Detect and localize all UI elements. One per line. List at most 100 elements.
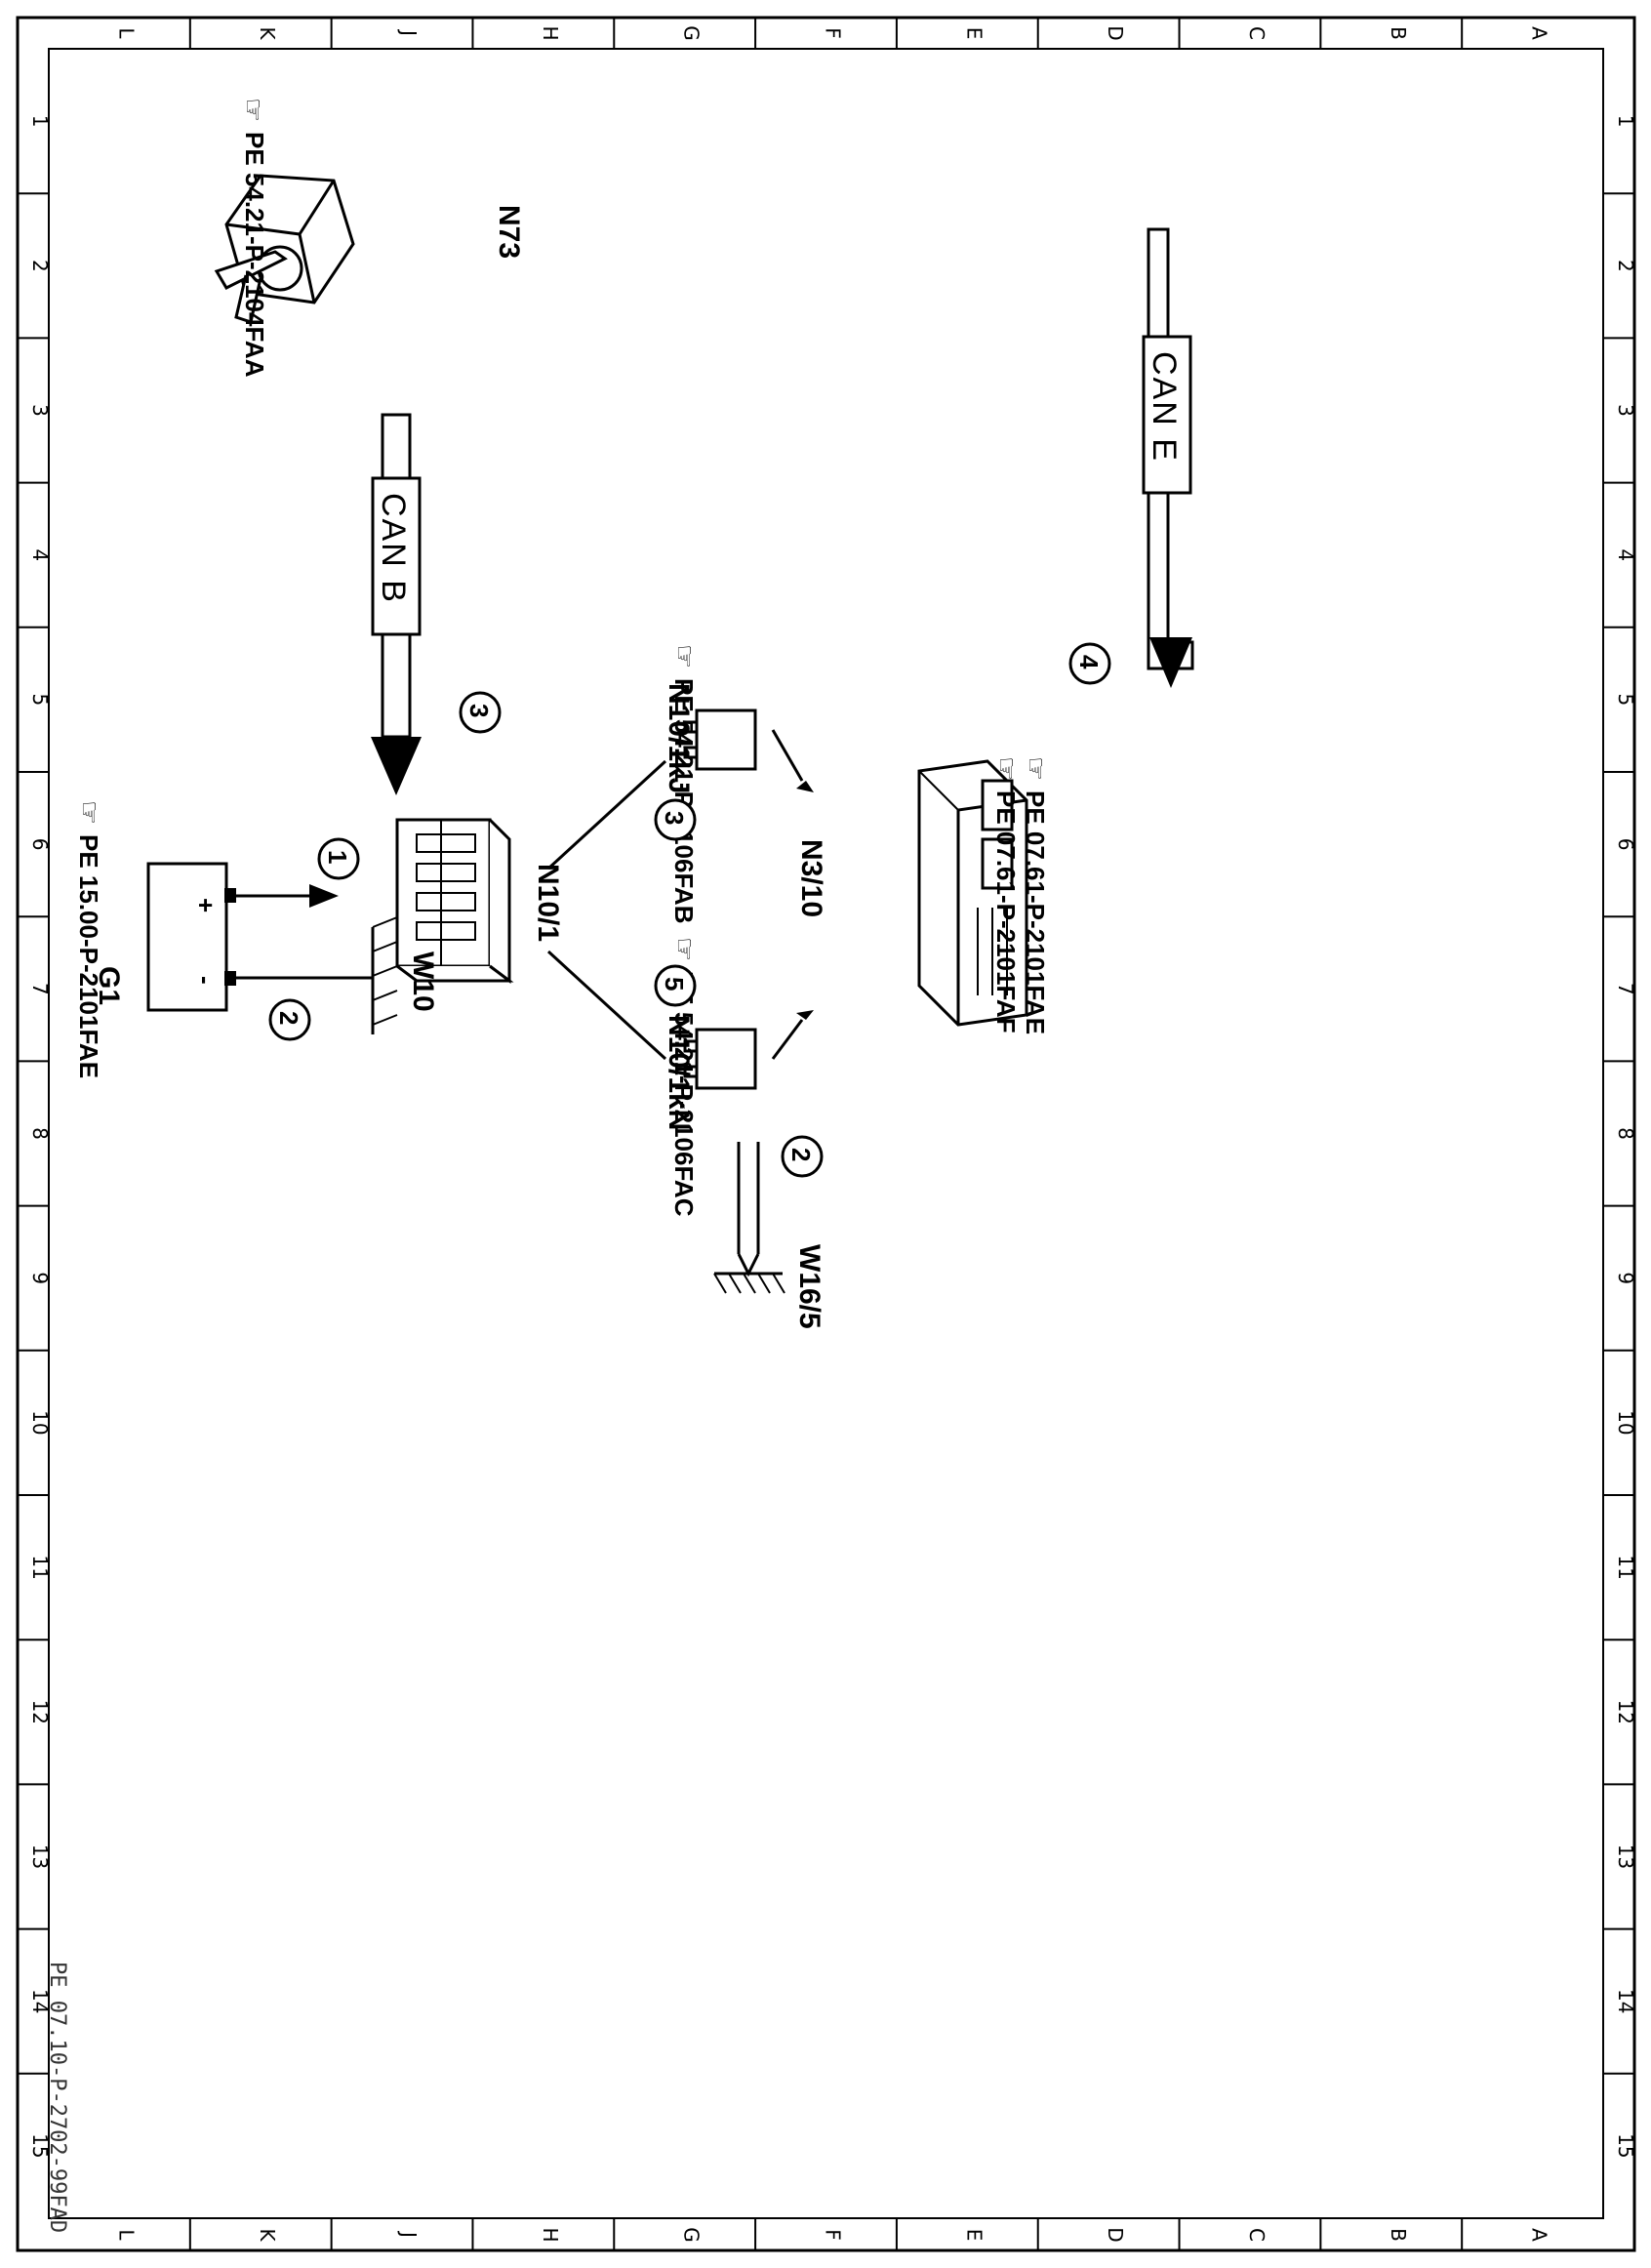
n73-ref-text: PE 54.21-P-2104FAA (240, 132, 269, 378)
can-e-label: CAN E (1146, 351, 1183, 463)
hand-pointer-icon: ☞ (991, 756, 1022, 781)
ruler-row-label: 13 (1614, 1844, 1637, 1869)
callout-1 (317, 837, 360, 880)
ruler-col-label: B (1387, 26, 1410, 40)
n10-1kj-label: N10/1kJ (663, 683, 695, 793)
ruler-col-label: D (1104, 25, 1127, 40)
ruler-col-label: C (1245, 2228, 1268, 2242)
ruler-row-label: 1 (1614, 115, 1637, 128)
ruler-col-label: C (1245, 26, 1268, 40)
ruler-row-label: 12 (1614, 1700, 1637, 1724)
callout-2-w16-text: 2 (786, 1148, 816, 1161)
ruler-row-label: 4 (28, 548, 52, 561)
w16-5-ground (713, 1142, 785, 1294)
can-b-bus: CAN B 3 (371, 413, 502, 795)
ruler-row-label: 2 (1614, 260, 1637, 272)
g1-label: G1 (93, 966, 125, 1005)
g1-battery-icon: + - (146, 862, 236, 1012)
ruler-row-label: 6 (1614, 838, 1637, 851)
battery-plus: + (191, 898, 221, 912)
document-id: PE 07.10-P-2702-99FAD (45, 1962, 69, 2233)
ruler-row-label: 5 (1614, 694, 1637, 707)
n10-1kn-relay-icon (683, 1028, 757, 1090)
w16-5-label: W16/5 (793, 1244, 826, 1329)
ruler-row-label: 10 (28, 1410, 52, 1435)
arrow-kj-head (796, 781, 814, 792)
callout-3-kj (654, 798, 697, 841)
g1-reference: ☞ PE 15.00-P-2101FAE (74, 800, 104, 1078)
ruler-row-label: 1 (28, 115, 52, 128)
ruler-col-label: F (822, 27, 845, 39)
battery-minus: - (191, 976, 221, 985)
n73-ignition-switch-icon (214, 174, 355, 324)
callout-2-w16 (781, 1135, 824, 1178)
n3-10-references: ☞ PE 07.61-P-2101FAE ☞ PE 07.61-P-2101FA… (991, 756, 1051, 1034)
ruler-col-label: F (822, 2229, 845, 2241)
w10-ground (371, 916, 398, 1034)
ruler-row-label: 14 (1614, 1989, 1637, 2013)
arrow-kj-line (771, 729, 804, 782)
n10-1kj-relay-icon (683, 709, 757, 771)
ruler-col-label: D (1104, 2227, 1127, 2242)
n10-1kn-label: N10/1kN (663, 1015, 695, 1130)
ruler-col-label: E (962, 27, 986, 40)
battery-plus-arrowhead (309, 884, 339, 908)
n3-10-ref1-text: PE 07.61-P-2101FAE (1021, 790, 1050, 1034)
ruler-col-label: A (1528, 26, 1551, 40)
ruler-row-label: 7 (1614, 983, 1637, 995)
ruler-row-label: 11 (28, 1555, 52, 1579)
ruler-row-label: 15 (1614, 2133, 1637, 2158)
callout-3-can-b (459, 691, 502, 734)
ruler-row-label: 8 (1614, 1127, 1637, 1140)
ruler-row-label: 14 (28, 1989, 52, 2013)
n10-1kn-reference: ☞ PE 54.21-P-2106FAC (669, 937, 700, 1217)
n10-1-lead-kj (546, 759, 667, 871)
ruler-row-label: 6 (28, 838, 52, 851)
ruler-col-label: K (256, 2228, 279, 2242)
ruler-row-label: 2 (28, 260, 52, 272)
callout-4-text: 4 (1074, 655, 1104, 669)
ruler-col-label: G (680, 2227, 704, 2243)
callout-1-text: 1 (323, 850, 352, 864)
can-b-label-box (371, 476, 422, 636)
ruler-row-label: 9 (1614, 1272, 1637, 1284)
ruler-row-label: 5 (28, 694, 52, 707)
ruler-col-label: J (397, 28, 421, 36)
ruler-row-label: 10 (1614, 1410, 1637, 1435)
w10-label: W10 (407, 952, 439, 1012)
ruler-col-label: L (114, 27, 138, 39)
ruler-col-label: A (1528, 2228, 1551, 2242)
ruler-col-label: L (114, 2229, 138, 2241)
ruler-col-label: E (962, 2229, 986, 2242)
callout-3-kj-text: 3 (660, 811, 689, 825)
ruler-row-label: 9 (28, 1272, 52, 1284)
n10-1-lead-kn (546, 950, 667, 1061)
callout-2-w10-text: 2 (274, 1011, 303, 1025)
hand-pointer-icon: ☞ (238, 98, 268, 122)
hand-pointer-icon: ☞ (669, 644, 700, 668)
n10-1-module-icon (395, 818, 514, 984)
callout-5-text: 5 (660, 977, 689, 991)
ruler-row-label: 3 (28, 404, 52, 417)
ruler-row-label: 3 (1614, 404, 1637, 417)
n3-10-control-unit-icon (917, 759, 1028, 1027)
ruler-col-label: B (1387, 2228, 1410, 2242)
ruler-col-label: H (539, 2227, 562, 2242)
n3-10-ref2-text: PE 07.61-P-2101FAF (991, 790, 1021, 1033)
can-e-label-box (1142, 335, 1192, 495)
n10-1kn-ref-text: PE 54.21-P-2106FAC (669, 971, 699, 1217)
callout-5 (654, 964, 697, 1007)
ruler-row-label: 7 (28, 983, 52, 995)
callout-2-w10 (268, 998, 311, 1041)
ruler-col-label: J (397, 2230, 421, 2238)
ruler-col-label: H (539, 25, 562, 40)
ruler-col-label: G (680, 25, 704, 41)
ruler-row-label: 13 (28, 1844, 52, 1869)
hand-pointer-icon: ☞ (669, 937, 700, 961)
outer-border (16, 16, 1636, 2252)
can-b-label: CAN B (375, 493, 412, 604)
ruler-row-label: 4 (1614, 548, 1637, 561)
arrow-kn-head (796, 1010, 814, 1020)
arrow-kn-line (771, 1019, 804, 1060)
